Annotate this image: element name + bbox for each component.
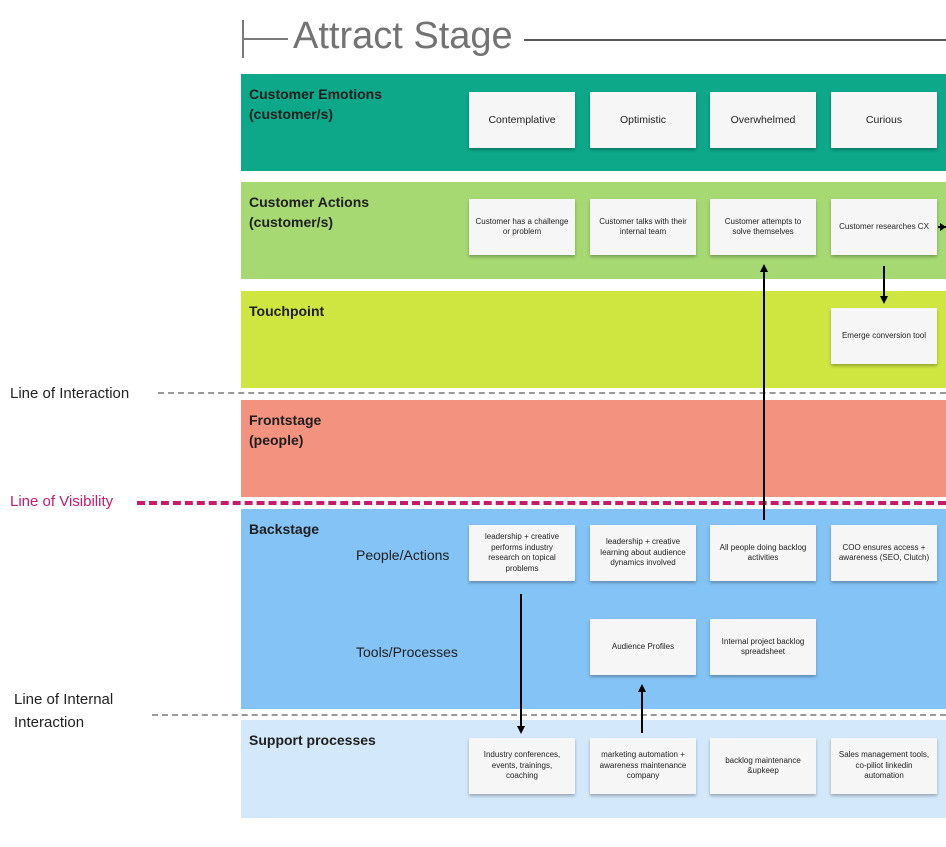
stage-bracket	[242, 20, 244, 58]
stage-rule	[524, 39, 946, 41]
sticky-note[interactable]: Customer attempts to solve themselves	[710, 199, 816, 255]
lane-touchpoint: Touchpoint Emerge conversion tool	[241, 291, 946, 388]
lane-title: Support processes	[249, 732, 376, 748]
sticky-note[interactable]: Internal project backlog spreadsheet	[710, 619, 816, 675]
sticky-note[interactable]: Customer talks with their internal team	[590, 199, 696, 255]
stage-bracket-tick	[244, 38, 288, 40]
tools-processes-label: Tools/Processes	[356, 644, 458, 660]
lane-title: Backstage	[249, 521, 320, 537]
sticky-note[interactable]: COO ensures access + awareness (SEO, Clu…	[831, 525, 937, 581]
lane-title: Frontstage (people)	[249, 412, 322, 448]
sticky-note[interactable]: Contemplative	[469, 92, 575, 148]
sticky-note[interactable]: leadership + creative performs industry …	[469, 525, 575, 581]
line-of-interaction-label: Line of Interaction	[10, 385, 130, 402]
sticky-note[interactable]: All people doing backlog activities	[710, 525, 816, 581]
line-of-visibility-label: Line of Visibility	[10, 493, 114, 510]
line-of-visibility	[137, 501, 946, 505]
sticky-note[interactable]: Overwhelmed	[710, 92, 816, 148]
lane-frontstage: Frontstage (people)	[241, 400, 946, 497]
sticky-note[interactable]: Industry conferences, events, trainings,…	[469, 738, 575, 794]
line-of-internal-interaction-label: Line of Internal Interaction	[14, 691, 114, 731]
sticky-note[interactable]: Curious	[831, 92, 937, 148]
sticky-note[interactable]: leadership + creative learning about aud…	[590, 525, 696, 581]
lane-title: Customer Emotions (customer/s)	[249, 86, 383, 122]
sticky-note[interactable]: Audience Profiles	[590, 619, 696, 675]
sticky-note[interactable]: Optimistic	[590, 92, 696, 148]
lane-title: Customer Actions (customer/s)	[249, 194, 370, 230]
line-of-interaction	[158, 392, 946, 394]
arrow-offscreen-right-head	[940, 223, 946, 231]
sticky-note[interactable]: Sales management tools, co-piliot linked…	[831, 738, 937, 794]
sticky-note[interactable]: marketing automation + awareness mainten…	[590, 738, 696, 794]
lane-backstage: Backstage People/Actions Tools/Processes…	[241, 509, 946, 709]
sticky-note[interactable]: Customer has a challenge or problem	[469, 199, 575, 255]
lane-customer-actions: Customer Actions (customer/s) Customer h…	[241, 182, 946, 279]
sticky-note[interactable]: backlog maintenance &upkeep	[710, 738, 816, 794]
lane-customer-emotions: Customer Emotions (customer/s) Contempla…	[241, 74, 946, 171]
sticky-note[interactable]: Customer researches CX	[831, 199, 937, 255]
people-actions-label: People/Actions	[356, 547, 450, 563]
lane-support-processes: Support processes Industry conferences, …	[241, 720, 946, 818]
line-of-internal-interaction	[152, 714, 946, 716]
sticky-note[interactable]: Emerge conversion tool	[831, 308, 937, 364]
lane-title: Touchpoint	[249, 303, 325, 319]
stage-title: Attract Stage	[293, 15, 513, 57]
